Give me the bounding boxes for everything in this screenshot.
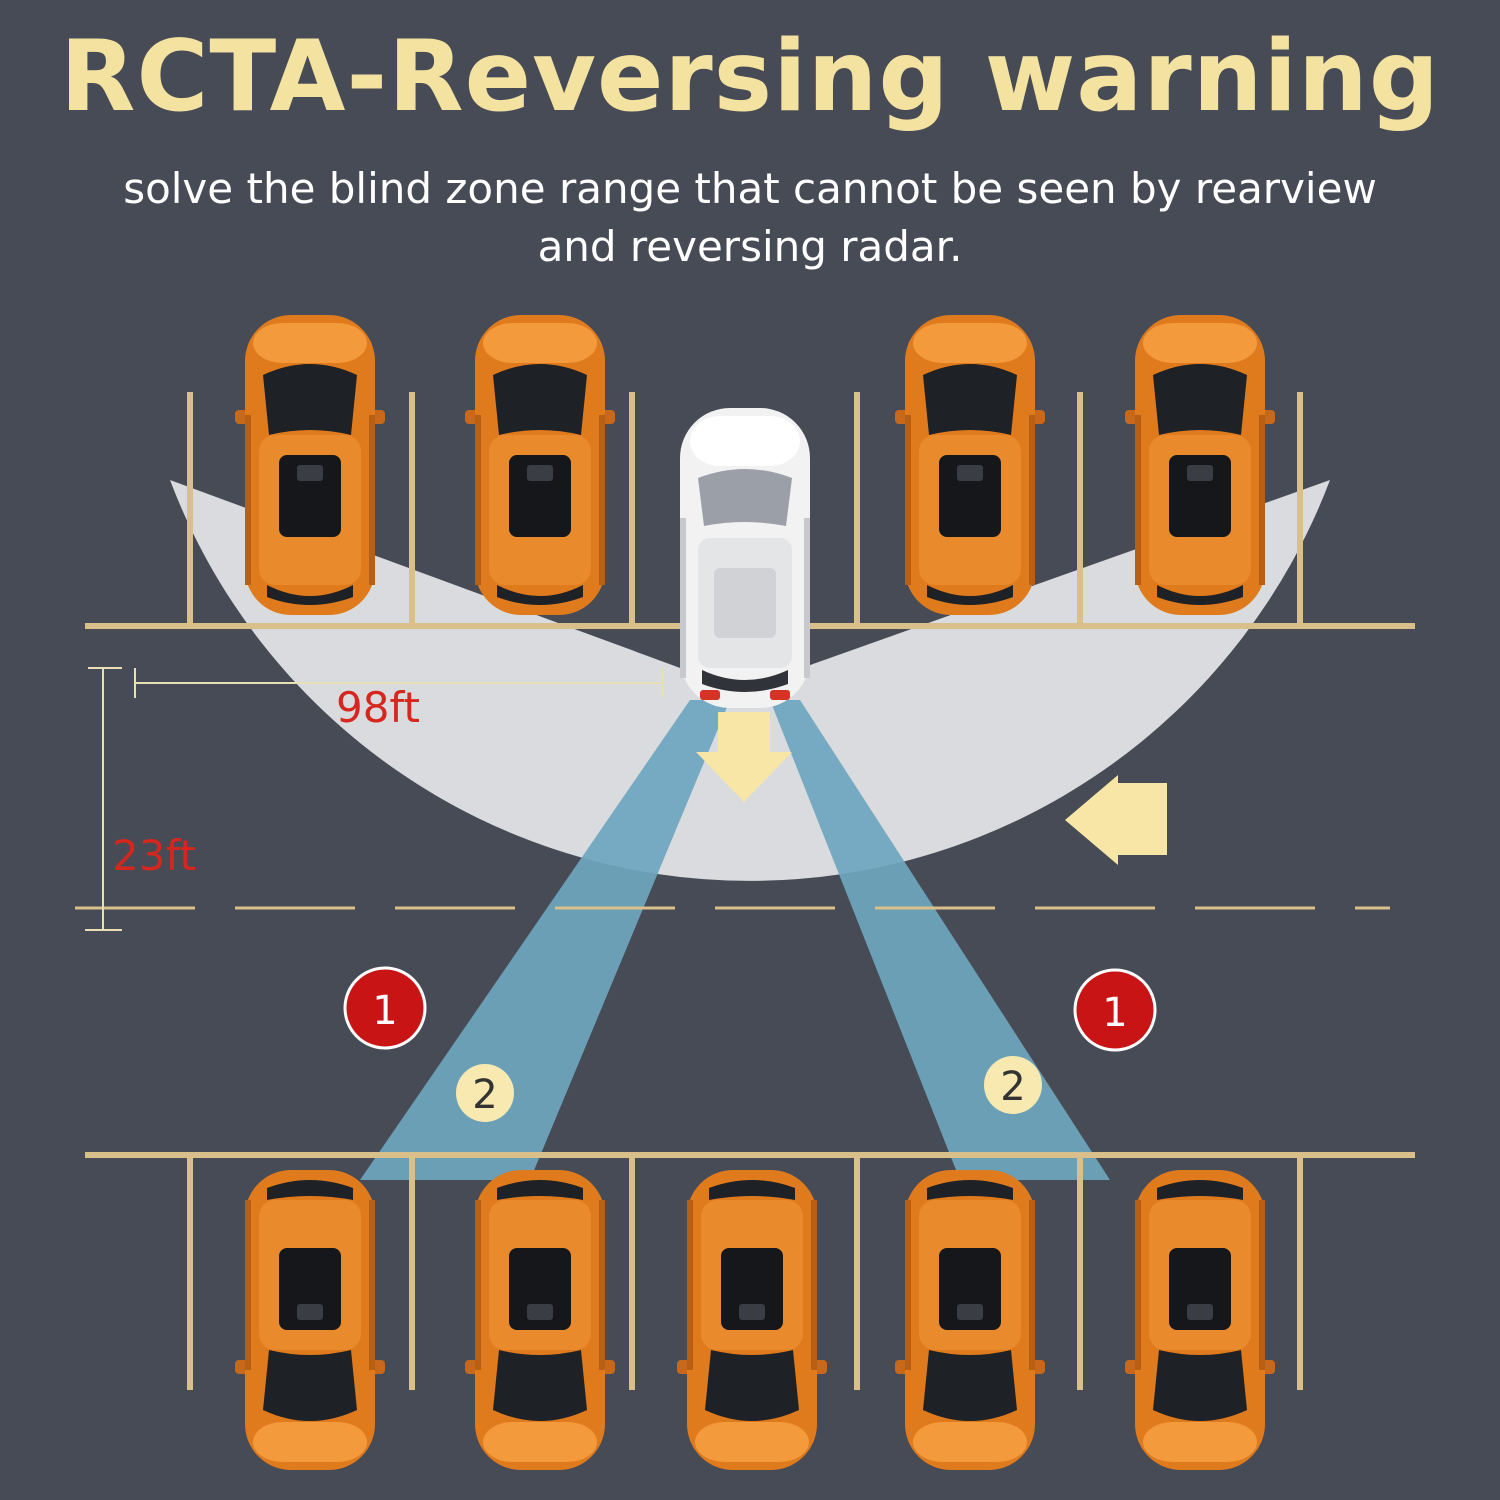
reversing-car: [680, 408, 810, 708]
radar-beam-left: [360, 700, 730, 1180]
parked-car: [895, 1170, 1045, 1470]
parking-lines-top: [85, 392, 1415, 629]
parked-car: [1125, 315, 1275, 615]
width-dimension: [134, 668, 663, 698]
subtitle: solve the blind zone range that cannot b…: [100, 160, 1400, 276]
parked-car: [235, 315, 385, 615]
marker-1-left: 1: [343, 966, 427, 1050]
width-label: 98ft: [336, 683, 420, 732]
parked-car: [895, 315, 1045, 615]
svg-text:2: 2: [472, 1072, 497, 1118]
marker-2-left: 2: [456, 1064, 514, 1122]
marker-2-right: 2: [984, 1056, 1042, 1114]
reverse-direction-arrow: [696, 712, 792, 802]
approaching-vehicle-arrow: [1065, 775, 1167, 865]
parked-car: [235, 1170, 385, 1470]
parked-car: [465, 1170, 615, 1470]
parked-car: [465, 315, 615, 615]
svg-text:1: 1: [372, 988, 397, 1034]
parked-car: [1125, 1170, 1275, 1470]
subtitle-line-2: and reversing radar.: [537, 222, 963, 271]
marker-1-right: 1: [1073, 968, 1157, 1052]
parking-lines-bottom: [85, 1152, 1415, 1390]
depth-dimension: [85, 667, 122, 931]
subtitle-line-1: solve the blind zone range that cannot b…: [123, 164, 1377, 213]
page-title: RCTA-Reversing warning: [60, 20, 1440, 134]
depth-label: 23ft: [112, 831, 196, 880]
parked-car: [677, 1170, 827, 1470]
svg-text:2: 2: [1000, 1064, 1025, 1110]
detection-zone: [170, 480, 1330, 881]
svg-text:1: 1: [1102, 990, 1127, 1036]
